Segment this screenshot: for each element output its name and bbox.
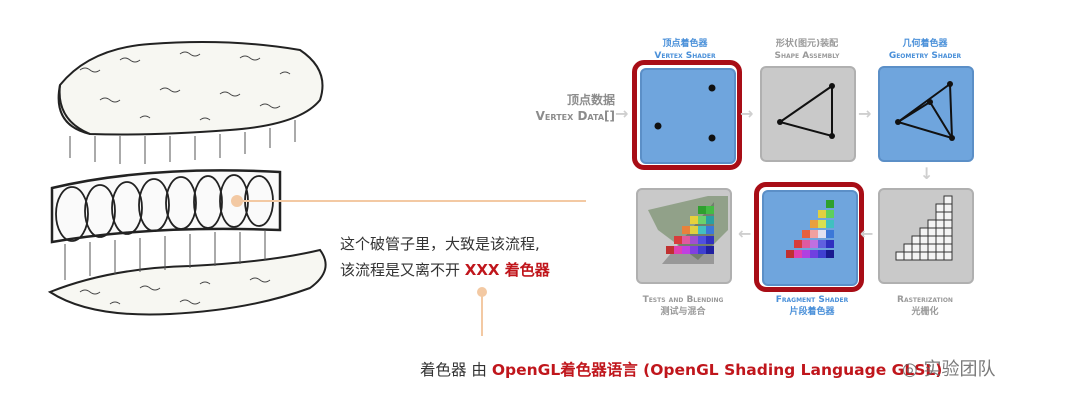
vertex-data-cn: 顶点数据	[566, 93, 615, 107]
colored-fragments-icon	[786, 200, 834, 258]
arrow-right-icon: →	[740, 104, 754, 123]
blended-fragments-icon	[648, 196, 728, 264]
connector-dot	[231, 195, 243, 207]
fragment-shader-cn: 片段着色器	[789, 307, 835, 317]
rasterization-box	[878, 188, 974, 284]
triangle-outline-icon	[777, 83, 835, 139]
rasterization-en: Rasterization	[897, 295, 953, 305]
connector-line-horizontal	[240, 200, 586, 202]
fragment-shader-box	[762, 190, 858, 286]
glsl-explanation: 着色器 由 OpenGL着色器语言 (OpenGL Shading Langua…	[420, 358, 942, 380]
arrow-right-icon: →	[615, 104, 629, 123]
geometry-shader-en: Geometry Shader	[888, 51, 962, 61]
tests-blending-label: Tests and Blending 测试与混合	[626, 294, 740, 318]
shape-assembly-label: 形状(图元)装配 Shape Assembly	[752, 38, 862, 62]
tests-blending-en: Tests and Blending	[642, 295, 724, 305]
shape-assembly-cn: 形状(图元)装配	[775, 39, 839, 49]
shader-highlight: XXX 着色器	[464, 261, 550, 279]
fragment-shader-en: Fragment Shader	[775, 295, 849, 305]
vertex-shader-label: 顶点着色器 Vertex Shader	[630, 38, 740, 62]
arrow-right-icon: →	[858, 104, 872, 123]
subdivided-triangle-icon	[895, 81, 955, 141]
description-line-2: 该流程是又离不开 XXX 着色器	[340, 257, 600, 283]
arrow-left-icon: ←	[738, 224, 752, 243]
arrow-down-icon: ↓	[920, 164, 934, 183]
fragment-shader-highlight	[754, 182, 864, 292]
vertex-data-label: 顶点数据 Vertex Data[]	[500, 92, 615, 124]
wechat-icon: ◎	[902, 359, 918, 380]
vertex-data-en: Vertex Data[]	[535, 109, 615, 123]
glsl-highlight: OpenGL着色器语言 (OpenGL Shading Language GLS…	[491, 361, 943, 379]
tests-blending-box	[636, 188, 732, 284]
rasterization-label: Rasterization 光栅化	[868, 294, 982, 318]
description-line-2-prefix: 该流程是又离不开	[340, 261, 465, 279]
vertex-shader-highlight	[632, 60, 742, 170]
geometry-shader-label: 几何着色器 Geometry Shader	[870, 38, 980, 62]
arrow-left-icon: ←	[860, 224, 874, 243]
watermark: ◎ 实验团队	[902, 355, 995, 381]
geometry-shader-box	[878, 66, 974, 162]
shape-assembly-box	[760, 66, 856, 162]
connector-line-vertical	[481, 296, 483, 336]
fragment-shader-label: Fragment Shader 片段着色器	[752, 294, 872, 318]
description-line-1: 这个破管子里，大致是该流程,	[340, 235, 540, 253]
shape-assembly-en: Shape Assembly	[774, 51, 840, 61]
rasterization-cn: 光栅化	[911, 307, 939, 317]
pipe-description: 这个破管子里，大致是该流程, 该流程是又离不开 XXX 着色器	[340, 231, 600, 283]
pixel-grid-icon	[895, 195, 953, 261]
connector-dot-lower	[477, 287, 487, 297]
vertex-shader-cn: 顶点着色器	[662, 39, 708, 49]
vertex-shader-en: Vertex Shader	[654, 51, 716, 61]
geometry-shader-cn: 几何着色器	[902, 39, 948, 49]
pipe-sketch-illustration	[47, 41, 327, 316]
vertex-shader-box	[640, 68, 736, 164]
watermark-text: 实验团队	[923, 359, 996, 380]
vertex-points-icon	[654, 84, 716, 142]
tests-blending-cn: 测试与混合	[660, 307, 706, 317]
glsl-prefix: 着色器 由	[420, 361, 492, 379]
